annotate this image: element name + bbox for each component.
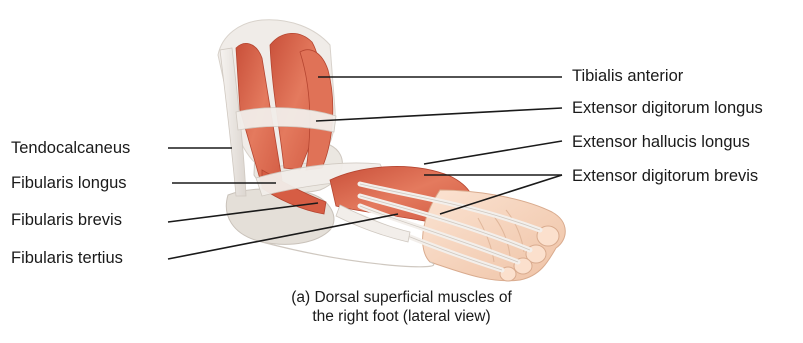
caption-line-1: (a) Dorsal superficial muscles of [0, 288, 803, 307]
label-tendocalcaneus: Tendocalcaneus [11, 138, 130, 158]
leader-extensor-hallucis-longus [424, 141, 562, 164]
label-fibularis-tertius: Fibularis tertius [11, 248, 123, 268]
label-fibularis-brevis: Fibularis brevis [11, 210, 122, 230]
figure-caption: (a) Dorsal superficial muscles of the ri… [0, 288, 803, 326]
label-fibularis-longus: Fibularis longus [11, 173, 127, 193]
caption-line-2: the right foot (lateral view) [0, 307, 803, 326]
leader-extensor-digitorum-longus [316, 108, 562, 121]
label-tibialis-anterior: Tibialis anterior [572, 66, 683, 86]
label-extensor-digitorum-brevis: Extensor digitorum brevis [572, 166, 758, 186]
sole-edge [262, 242, 434, 267]
label-extensor-digitorum-longus: Extensor digitorum longus [572, 98, 763, 118]
label-extensor-hallucis-longus: Extensor hallucis longus [572, 132, 750, 152]
